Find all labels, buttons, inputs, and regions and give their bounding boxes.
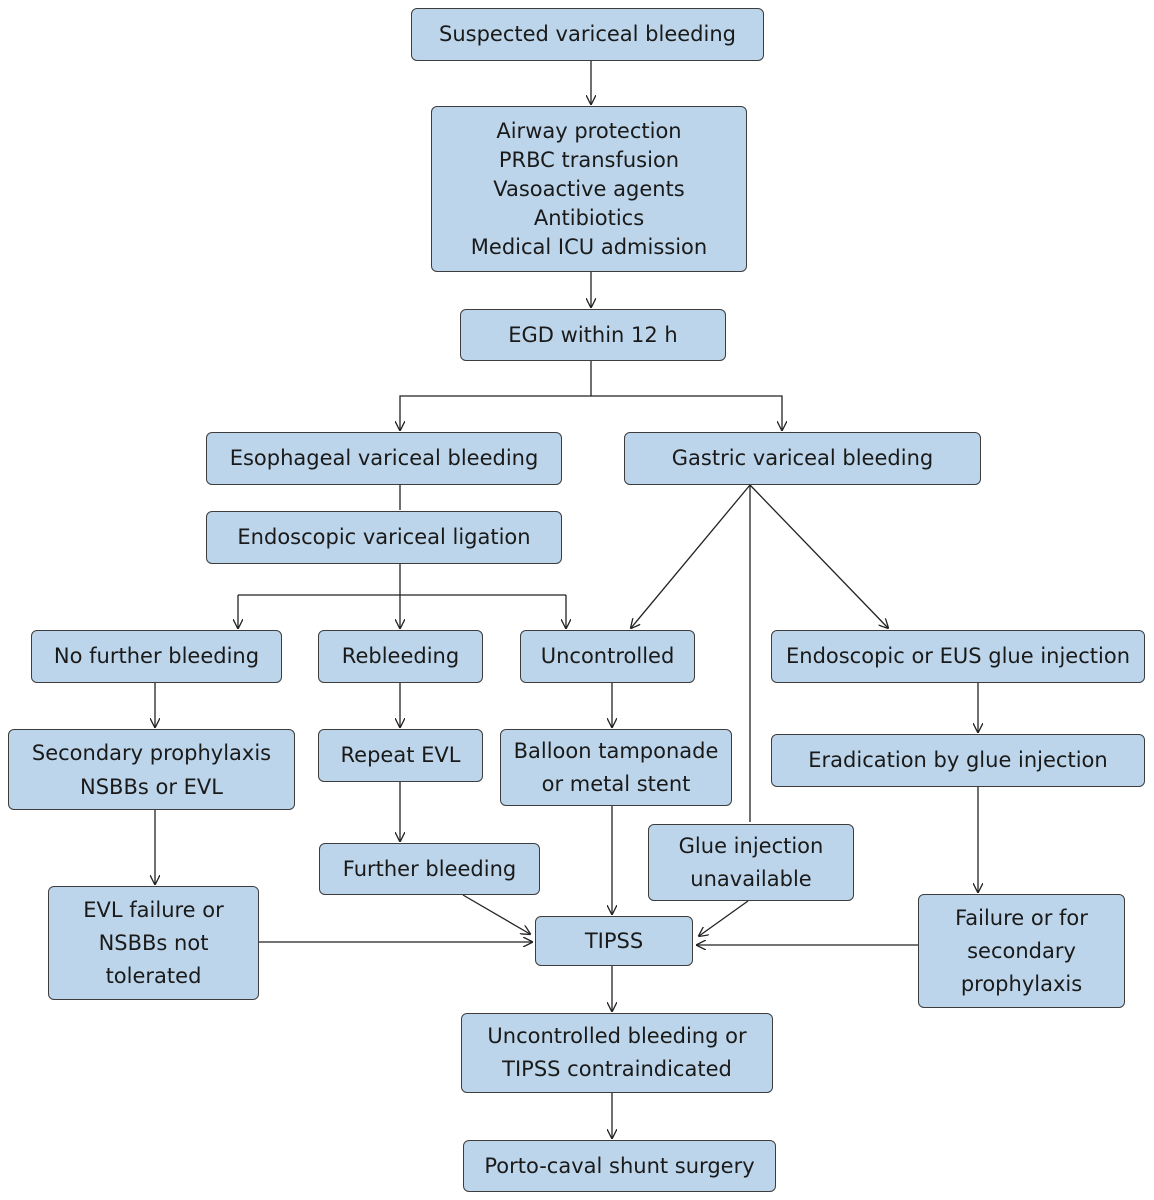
rebleeding-box: Rebleeding: [318, 630, 483, 683]
glue-unavailable-label-1: Glue injection: [678, 833, 824, 858]
esophageal-bleeding-box: Esophageal variceal bleeding: [206, 432, 562, 485]
initial-management-box: Airway protection PRBC transfusion Vasoa…: [431, 106, 747, 272]
further-bleeding-label: Further bleeding: [342, 856, 517, 881]
suspected-variceal-bleeding-box: Suspected variceal bleeding: [411, 8, 764, 61]
repeat-evl-label: Repeat EVL: [340, 743, 461, 767]
uncontrolled-label: Uncontrolled: [540, 644, 675, 668]
glue-unavailable-box: Glue injection unavailable: [648, 824, 854, 901]
metal-stent-label: or metal stent: [541, 771, 691, 796]
arrow-gastric-to-uncontrolled: [631, 484, 751, 628]
glue-unavailable-label-2: unavailable: [690, 866, 812, 891]
failure-secondary-box: Failure or for secondary prophylaxis: [918, 894, 1125, 1008]
glue-injection-box: Endoscopic or EUS glue injection: [771, 630, 1145, 683]
gastric-bleeding-box: Gastric variceal bleeding: [624, 432, 981, 485]
secondary-prophylaxis-label: Secondary prophylaxis: [31, 740, 272, 765]
nsbbs-or-evl-label: NSBBs or EVL: [80, 774, 223, 799]
arrow-egd-to-gastric: [591, 395, 782, 430]
arrow-gastric-to-glue: [749, 484, 888, 628]
arrow-glue-unavailable-to-tipss: [699, 900, 749, 936]
tipss-box: TIPSS: [535, 916, 693, 966]
airway-protection-label: Airway protection: [496, 118, 682, 143]
egd-box: EGD within 12 h: [460, 309, 726, 361]
uncontrolled-box: Uncontrolled: [520, 630, 695, 683]
rebleeding-label: Rebleeding: [341, 644, 460, 668]
eradication-label: Eradication by glue injection: [808, 748, 1108, 772]
prbc-transfusion-label: PRBC transfusion: [498, 147, 680, 172]
failure-secondary-label-3: prophylaxis: [960, 971, 1083, 996]
balloon-tamponade-label: Balloon tamponade: [513, 738, 719, 763]
no-further-bleeding-box: No further bleeding: [31, 630, 282, 683]
uncontrolled-bleeding-box: Uncontrolled bleeding or TIPSS contraind…: [461, 1013, 773, 1093]
shunt-surgery-box: Porto-caval shunt surgery: [463, 1140, 776, 1192]
glue-injection-label: Endoscopic or EUS glue injection: [785, 644, 1131, 668]
vasoactive-agents-label: Vasoactive agents: [493, 176, 685, 201]
antibiotics-label: Antibiotics: [533, 205, 645, 230]
tipss-label: TIPSS: [584, 928, 644, 953]
eradication-box: Eradication by glue injection: [771, 734, 1145, 787]
evl-failure-label-1: EVL failure or: [83, 897, 224, 922]
evl-box: Endoscopic variceal ligation: [206, 511, 562, 564]
shunt-surgery-label: Porto-caval shunt surgery: [484, 1153, 755, 1178]
evl-failure-box: EVL failure or NSBBs not tolerated: [48, 886, 259, 1000]
arrow-egd-to-esophageal: [400, 361, 592, 430]
secondary-prophylaxis-box: Secondary prophylaxis NSBBs or EVL: [8, 729, 295, 810]
no-further-bleeding-label: No further bleeding: [53, 644, 260, 668]
icu-admission-label: Medical ICU admission: [470, 234, 708, 259]
arrow-further-to-tipss: [462, 894, 530, 934]
egd-label: EGD within 12 h: [508, 322, 678, 347]
failure-secondary-label-1: Failure or for: [955, 905, 1088, 930]
uncontrolled-bleeding-label-2: TIPSS contraindicated: [502, 1057, 732, 1081]
evl-failure-label-3: tolerated: [105, 963, 202, 988]
uncontrolled-bleeding-label-1: Uncontrolled bleeding or: [487, 1024, 747, 1048]
failure-secondary-label-2: secondary: [967, 938, 1076, 963]
gastric-bleeding-label: Gastric variceal bleeding: [671, 446, 934, 470]
esophageal-bleeding-label: Esophageal variceal bleeding: [229, 446, 539, 470]
repeat-evl-box: Repeat EVL: [318, 729, 483, 782]
further-bleeding-box: Further bleeding: [319, 843, 540, 895]
balloon-tamponade-box: Balloon tamponade or metal stent: [500, 729, 732, 806]
suspected-variceal-bleeding-label: Suspected variceal bleeding: [439, 22, 736, 46]
evl-failure-label-2: NSBBs not: [98, 930, 209, 955]
evl-label: Endoscopic variceal ligation: [237, 525, 531, 549]
